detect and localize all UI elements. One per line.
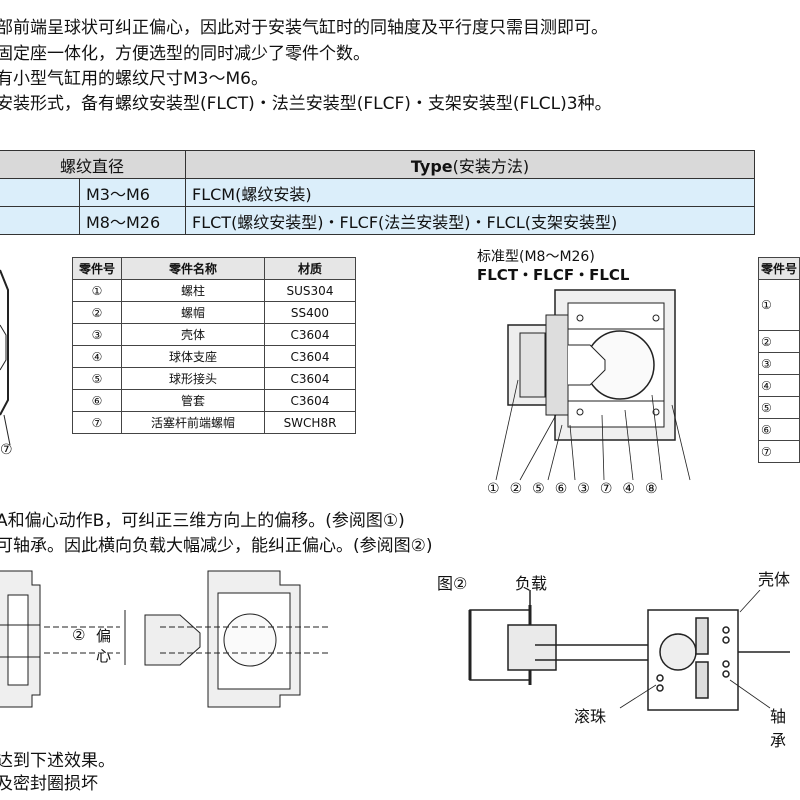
type-row-2-thread: M8～M26 [79, 206, 186, 235]
part-material: C3604 [264, 323, 356, 346]
parts2-header: 零件号 [758, 257, 800, 280]
fig1-label-circle: ② [72, 626, 86, 644]
figure-2 [468, 590, 790, 711]
bottom-line-2: 及密封圈损坏 [0, 774, 98, 794]
part-name: 螺柱 [121, 279, 265, 302]
parts2-no: ③ [758, 352, 800, 375]
parts2-no: ① [758, 279, 800, 331]
callout: ③ [577, 481, 600, 497]
parts2-no: ⑥ [758, 418, 800, 441]
type-header-type-label: Type [410, 156, 453, 176]
standard-diagram-subtitle: FLCT・FLCF・FLCL [477, 266, 630, 284]
part-material: SWCH8R [264, 411, 356, 434]
intro-line-4: 安装形式，备有螺纹安装型(FLCT)・法兰安装型(FLCF)・支架安装型(FLC… [0, 94, 612, 114]
intro-line-2: 固定座一体化，方便选型的同时减少了零件个数。 [0, 44, 370, 64]
parts-header-material: 材质 [264, 257, 356, 280]
callout: ⑥ [554, 481, 578, 497]
fig2-ball: 滚珠 [574, 707, 607, 726]
type-header-thread: 螺纹直径 [0, 150, 186, 179]
standard-diagram-callouts: ①②⑤⑥③⑦④⑧ [487, 481, 668, 497]
standard-diagram [495, 289, 691, 481]
part-no: ⑤ [72, 367, 122, 390]
parts2-no: ⑦ [758, 440, 800, 463]
type-row-1-type: FLCM(螺纹安装) [185, 178, 755, 207]
part-name: 螺帽 [121, 301, 265, 324]
parts2-no: ⑤ [758, 396, 800, 419]
part-material: C3604 [264, 345, 356, 368]
fig2-housing: 壳体 [758, 570, 791, 589]
part-no: ① [72, 279, 122, 302]
type-row-blank [0, 178, 80, 207]
part-name: 球形接头 [121, 367, 265, 390]
callout: ⑤ [532, 481, 555, 497]
part-no: ⑥ [72, 389, 122, 412]
type-row-1-thread: M3～M6 [79, 178, 186, 207]
callout: ④ [622, 481, 645, 497]
part-material: SS400 [264, 301, 356, 324]
mid-line-2: 可轴承。因此横向负载大幅减少，能纠正偏心。(参阅图②) [0, 536, 433, 556]
callout: ⑧ [644, 481, 668, 497]
mid-line-1: A和偏心动作B，可纠正三维方向上的偏移。(参阅图①) [0, 511, 405, 531]
part-material: C3604 [264, 367, 356, 390]
type-table: 螺纹直径 Type(安装方法) M3～M6 FLCM(螺纹安装) M8～M26 … [0, 150, 755, 235]
fig2-title: 图② [437, 574, 468, 593]
type-header-type-method: (安装方法) [452, 156, 530, 176]
callout: ⑦ [599, 481, 623, 497]
part-material: C3604 [264, 389, 356, 412]
part-no: ③ [72, 323, 122, 346]
figure-1 [0, 570, 330, 708]
part-no: ② [72, 301, 122, 324]
part-name: 球体支座 [121, 345, 265, 368]
left-diagram-callout: ⑦ [0, 442, 13, 458]
left-partial-diagram [0, 269, 11, 446]
standard-diagram-title: 标准型(M8～M26) [477, 249, 595, 265]
part-no: ⑦ [72, 411, 122, 434]
intro-line-1: 部前端呈球状可纠正偏心，因此对于安装气缸时的同轴度及平行度只需目测即可。 [0, 18, 608, 38]
parts2-no: ② [758, 330, 800, 353]
part-no: ④ [72, 345, 122, 368]
callout: ② [509, 481, 533, 497]
type-row-blank [0, 206, 80, 235]
parts2-no: ④ [758, 374, 800, 397]
fig2-load: 负载 [515, 574, 548, 593]
type-header-type: Type(安装方法) [185, 150, 755, 179]
callout: ① [487, 481, 510, 497]
parts-table-2: 零件号 ① ② ③ ④ ⑤ ⑥ ⑦ [758, 257, 800, 463]
part-material: SUS304 [264, 279, 356, 302]
fig1-label-text: 偏心 [96, 627, 112, 665]
part-name: 壳体 [121, 323, 265, 346]
type-row-2-type: FLCT(螺纹安装型)・FLCF(法兰安装型)・FLCL(支架安装型) [185, 206, 755, 235]
part-name: 管套 [121, 389, 265, 412]
parts-header-name: 零件名称 [121, 257, 265, 280]
fig2-bearing: 轴承 [770, 707, 787, 750]
part-name: 活塞杆前端螺帽 [121, 411, 265, 434]
parts-header-no: 零件号 [72, 257, 122, 280]
bottom-line-1: 达到下述效果。 [0, 751, 115, 771]
intro-line-3: 有小型气缸用的螺纹尺寸M3～M6。 [0, 69, 268, 89]
